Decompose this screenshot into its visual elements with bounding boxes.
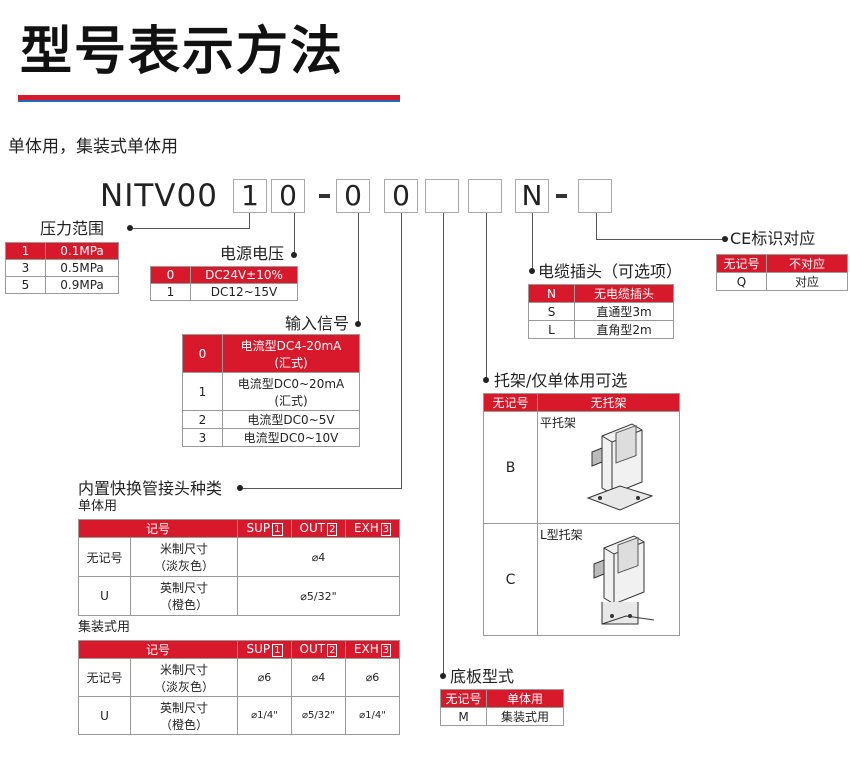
page-title: 型号表示方法 <box>20 22 345 82</box>
bracket-table: 无记号无托架 B C <box>483 393 680 636</box>
code-box-signal: 0 <box>336 179 370 213</box>
base-type-label: 底板型式 <box>450 667 515 686</box>
l-bracket-valve-illustration <box>593 535 655 625</box>
leader-dot <box>237 485 243 491</box>
bracket-label: 托架/仅单体用可选 <box>494 371 628 390</box>
subtitle: 单体用，集装式单体用 <box>8 137 178 157</box>
code-dash <box>556 194 567 198</box>
cable-connector-label: 电缆插头（可选项） <box>538 262 683 281</box>
code-box-cable: N <box>515 179 549 213</box>
leader-dot <box>355 321 361 327</box>
leader-dot <box>529 268 535 274</box>
code-box-base <box>425 179 459 213</box>
code-box-bracket <box>468 179 502 213</box>
title-underline-red <box>18 95 400 100</box>
leader-dot <box>722 236 728 242</box>
model-prefix: NITV00 <box>100 178 218 214</box>
code-box-fitting: 0 <box>384 179 418 213</box>
leader-dot <box>483 377 489 383</box>
flat-bracket-caption: 平托架 <box>540 416 577 430</box>
l-bracket-caption: L型托架 <box>540 528 583 542</box>
title-underline-blue <box>18 100 400 102</box>
ce-mark-label: CE标识对应 <box>730 229 816 248</box>
code-dash <box>319 194 330 198</box>
flat-bracket-valve-illustration <box>586 423 654 511</box>
pressure-range-label: 压力范围 <box>40 219 105 238</box>
leader-dot <box>127 225 133 231</box>
leader-dot <box>291 252 297 258</box>
power-voltage-label: 电源电压 <box>220 244 285 263</box>
code-box-ce <box>578 179 612 213</box>
leader-dot <box>440 673 446 679</box>
fitting-type-label: 内置快换管接头种类 <box>78 479 223 498</box>
input-signal-label: 输入信号 <box>285 314 350 333</box>
single-use-label: 单体用 <box>78 499 118 514</box>
code-box-pressure: 1 <box>233 179 267 213</box>
manifold-use-label: 集装式用 <box>78 620 131 635</box>
code-box-power: 0 <box>271 179 305 213</box>
